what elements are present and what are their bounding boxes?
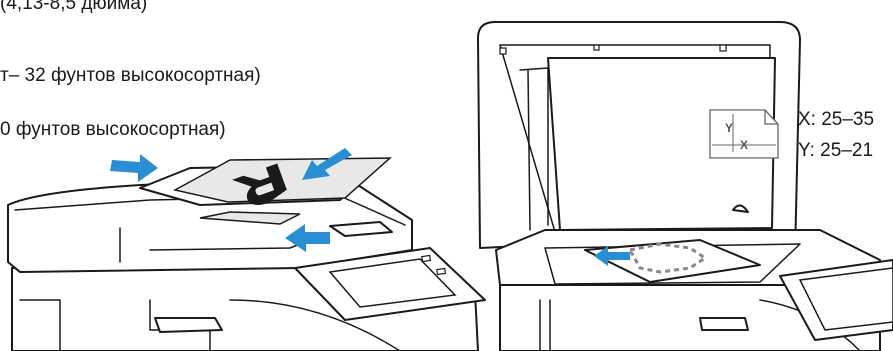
dimension-y-text: Y: 25–21 xyxy=(798,140,874,161)
platen-glass-printer: Y X xyxy=(477,21,893,351)
arrow-icon xyxy=(285,224,330,252)
paper-y-label: Y xyxy=(725,121,733,135)
paper-size-text: (4,13-8,5 дюйма) xyxy=(0,0,148,14)
document-feeder-printer xyxy=(7,148,486,351)
paper-x-label: X xyxy=(740,138,748,152)
arrow-icon xyxy=(302,148,352,180)
arrow-icon xyxy=(594,246,630,266)
paper-dimensions-icon: Y X xyxy=(709,109,779,159)
dimension-x-text: X: 25–35 xyxy=(798,109,875,130)
paper-weight-max-text: т– 32 фунтов высокосортная) xyxy=(0,65,261,86)
paper-weight-min-text: 0 фунтов высокосортная) xyxy=(0,119,226,140)
arrow-icon xyxy=(110,154,158,182)
